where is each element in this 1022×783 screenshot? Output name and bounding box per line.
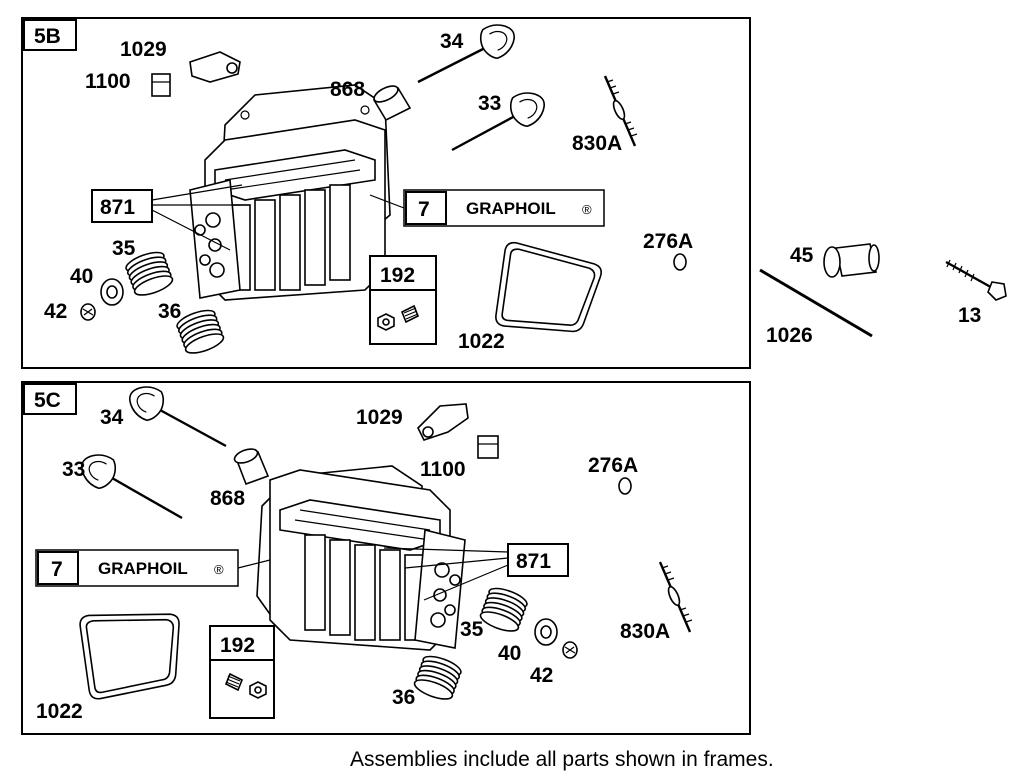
callout-871-text-5b: 871 <box>100 196 135 219</box>
part-34-5c <box>122 378 227 448</box>
label-1026: 1026 <box>766 324 813 347</box>
label-40-5b: 40 <box>70 265 93 288</box>
label-830a-5c: 830A <box>620 620 670 643</box>
footer-note: Assemblies include all parts shown in fr… <box>350 748 774 771</box>
graphoil-text-5c: GRAPHOIL <box>98 559 188 578</box>
label-36-5b: 36 <box>158 300 181 323</box>
label-276a-5c: 276A <box>588 454 638 477</box>
graphoil-text-5b: GRAPHOIL <box>466 199 556 218</box>
label-42-5c: 42 <box>530 664 553 687</box>
loose-parts: 45 1026 13 <box>759 243 1007 347</box>
label-1100-5b: 1100 <box>85 70 131 93</box>
label-1022-5c: 1022 <box>36 700 83 723</box>
kit-192-text-5b: 192 <box>380 264 415 287</box>
graphoil-box-5b: 7 GRAPHOIL ® <box>369 189 605 227</box>
label-40-5c: 40 <box>498 642 521 665</box>
label-35-5c: 35 <box>460 618 484 641</box>
part-35-5c <box>477 583 530 636</box>
part-868-5c <box>233 448 270 486</box>
part-1029-5c <box>417 403 469 441</box>
label-276a-5b: 276A <box>643 230 693 253</box>
label-35-5b: 35 <box>112 237 136 260</box>
kit-192-5b: 192 <box>369 255 437 345</box>
part-1022-5c <box>78 602 189 701</box>
part-45 <box>823 243 880 278</box>
part-36-5c <box>411 651 464 704</box>
part-1022-5b <box>493 240 605 340</box>
part-33-5b <box>451 84 552 152</box>
label-45: 45 <box>790 244 814 267</box>
label-1100-5c: 1100 <box>420 458 466 481</box>
part-1100-5b <box>151 73 171 97</box>
callout-871-5b: 871 <box>91 184 243 251</box>
graphoil-number-5c: 7 <box>51 558 63 581</box>
kit-192-text-5c: 192 <box>220 634 255 657</box>
frame-5c: 5C 34 33 868 1029 <box>21 378 751 735</box>
part-34-5b <box>417 16 522 84</box>
label-868-5c: 868 <box>210 487 245 510</box>
label-1029-5b: 1029 <box>120 38 167 61</box>
label-42-5b: 42 <box>44 300 67 323</box>
frame-id-5c: 5C <box>34 389 61 412</box>
part-42-5b <box>80 303 96 321</box>
frame-id-5b: 5B <box>34 25 61 48</box>
label-1029-5c: 1029 <box>356 406 403 429</box>
part-40-5b <box>100 278 124 306</box>
kit-192-5c: 192 <box>209 625 275 719</box>
part-1026 <box>759 268 873 338</box>
part-276a-5b <box>673 253 687 271</box>
label-1022-5b: 1022 <box>458 330 505 353</box>
part-33-5c <box>74 446 183 520</box>
cylinder-head-5b <box>189 119 386 301</box>
graphoil-mark-5b: ® <box>582 202 592 217</box>
part-40-5c <box>534 618 558 646</box>
graphoil-mark-5c: ® <box>214 562 224 577</box>
part-42-5c <box>562 641 578 659</box>
label-830a-5b: 830A <box>572 132 622 155</box>
label-34-5b: 34 <box>440 30 464 53</box>
callout-871-text-5c: 871 <box>516 550 551 573</box>
part-868-5b <box>372 85 412 122</box>
part-276a-5c <box>618 477 632 495</box>
cylinder-head-5c <box>269 469 466 651</box>
part-1100-5c <box>477 435 499 459</box>
frame-5b: 5B 1029 1100 34 868 <box>21 16 751 369</box>
label-34-5c: 34 <box>100 406 124 429</box>
callout-871-5c: 871 <box>383 543 569 601</box>
label-36-5c: 36 <box>392 686 415 709</box>
label-868-5b: 868 <box>330 78 365 101</box>
label-33-5c: 33 <box>62 458 85 481</box>
graphoil-box-5c: 7 GRAPHOIL ® <box>35 549 271 587</box>
part-1029-5b <box>189 51 241 83</box>
part-36-5b <box>174 305 227 358</box>
part-13 <box>945 259 1007 301</box>
label-13: 13 <box>958 304 981 327</box>
label-33-5b: 33 <box>478 92 501 115</box>
graphoil-number-5b: 7 <box>418 198 430 221</box>
